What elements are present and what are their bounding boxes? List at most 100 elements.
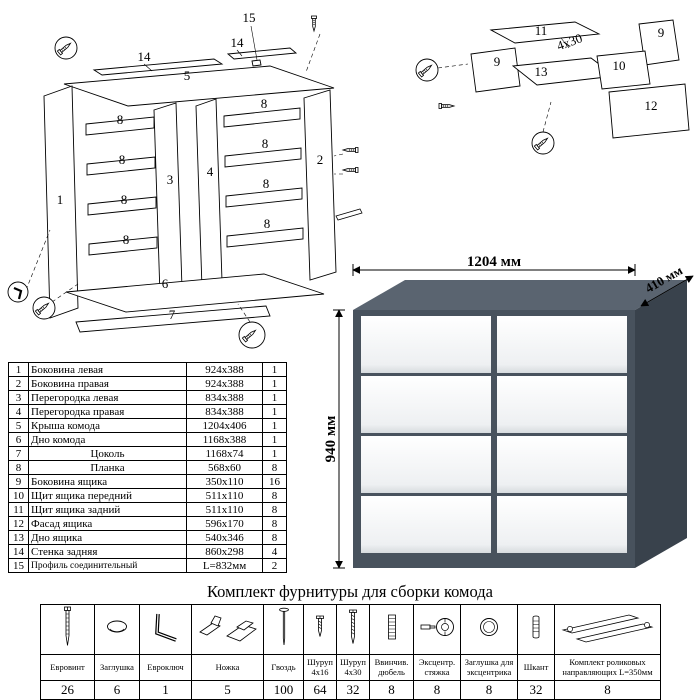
hardware-item-qty: 1: [139, 680, 192, 700]
drawer-side-left: [470, 47, 521, 93]
hardware-item-qty: 8: [369, 680, 414, 700]
threaded-dowel-icon: [387, 614, 396, 640]
hardware-kit-title: Комплект фурнитуры для сборки комода: [206, 582, 493, 601]
dashed-leader-lines: [437, 63, 552, 133]
leader-lines: [143, 25, 258, 72]
part-callout-label: 13: [535, 64, 548, 79]
drawer-back-shield: [489, 21, 601, 44]
hardware-icon-cell: [554, 604, 661, 655]
top-rail-front: [92, 58, 224, 76]
part-callout-label: 14: [231, 35, 245, 50]
parts-cell-size: 834x388: [186, 404, 263, 419]
drawer-slides-icon: [561, 614, 653, 643]
parts-cell-num: 4: [8, 404, 29, 419]
parts-cell-size: L=832мм: [186, 558, 263, 573]
part-callout-label: 10: [613, 58, 626, 73]
drawer-front-shield: [596, 50, 651, 90]
screw-icon: [342, 167, 359, 173]
screw-4x30-icon: [349, 609, 357, 644]
parts-cell-name: Дно ящика: [28, 530, 187, 545]
parts-cell-qty: 8: [262, 502, 287, 517]
parts-cell-size: 1168x74: [186, 446, 263, 461]
parts-cell-qty: 8: [262, 516, 287, 531]
part-callout-label: 8: [264, 216, 271, 231]
hardware-item-label: Гвоздь: [263, 654, 304, 681]
part-callout-label: 14: [138, 49, 152, 64]
parts-cell-qty: 2: [262, 558, 287, 573]
parts-cell-qty: 8: [262, 460, 287, 475]
parts-cell-qty: 1: [262, 390, 287, 405]
hardware-icon-cell: [139, 604, 192, 655]
part-callout-label: 5: [184, 68, 191, 83]
parts-cell-name: Крыша комода: [28, 418, 187, 433]
hardware-item-qty: 8: [460, 680, 518, 700]
drawer-rail: [224, 147, 302, 168]
parts-cell-num: 14: [8, 544, 29, 559]
hardware-item-label: Ввинчив. дюбель: [369, 654, 414, 681]
hardware-item-label: Евровинт: [40, 654, 95, 681]
hardware-icon-cell: [94, 604, 140, 655]
dim-width-label: 1204 мм: [467, 256, 521, 270]
parts-cell-name: Планка: [28, 460, 187, 475]
part-callout-label: 15: [243, 10, 256, 25]
drawer-rail: [226, 227, 304, 248]
leg-icon: [198, 615, 257, 642]
hardware-icon-row: [40, 604, 661, 655]
hardware-icon-cell: [369, 604, 414, 655]
hardware-icon-cell: [413, 604, 461, 655]
hardware-icon-cell: [191, 604, 264, 655]
hardware-item-qty: 32: [517, 680, 555, 700]
part-callout-label: 7: [169, 307, 176, 322]
parts-cell-qty: 1: [262, 376, 287, 391]
cam-cover-icon: [480, 618, 498, 636]
parts-cell-qty: 8: [262, 488, 287, 503]
parts-cell-qty: 16: [262, 474, 287, 489]
parts-cell-num: 12: [8, 516, 29, 531]
wood-dowel-icon: [532, 615, 540, 639]
dresser-top-face: [353, 280, 687, 310]
hardware-icon-cell: [263, 604, 304, 655]
part-callout-label: 6: [162, 276, 169, 291]
parts-cell-num: 5: [8, 418, 29, 433]
eurokey-icon: [154, 613, 177, 642]
top-rail-back: [226, 47, 298, 60]
part-callout-label: 8: [121, 192, 128, 207]
dimension-lines: [333, 264, 694, 569]
drawer-rail: [88, 236, 158, 256]
drawer-rail: [223, 107, 301, 128]
parts-cell-num: 9: [8, 474, 29, 489]
part-callout-label: 9: [658, 25, 665, 40]
euroscrew-icon: [64, 606, 71, 646]
part-callout-label: 2: [317, 152, 324, 167]
drawer-rail: [87, 196, 157, 216]
parts-cell-name: Перегородка правая: [28, 404, 187, 419]
slide-rail-glyph: [335, 208, 363, 221]
hardware-icon-cell: [336, 604, 370, 655]
parts-cell-name: Профиль соединительный: [28, 558, 187, 573]
parts-cell-name: Стенка задняя: [28, 544, 187, 559]
dashed-leader-lines: [25, 33, 344, 323]
parts-cell-qty: 8: [262, 530, 287, 545]
plinth-panel: [75, 305, 271, 333]
drawer-rail: [85, 116, 155, 136]
parts-cell-size: 834x388: [186, 390, 263, 405]
screw-icon: [342, 147, 359, 153]
parts-cell-name: Щит ящика задний: [28, 502, 187, 517]
drawer-fronts: [361, 316, 627, 553]
plug-icon: [107, 620, 127, 633]
